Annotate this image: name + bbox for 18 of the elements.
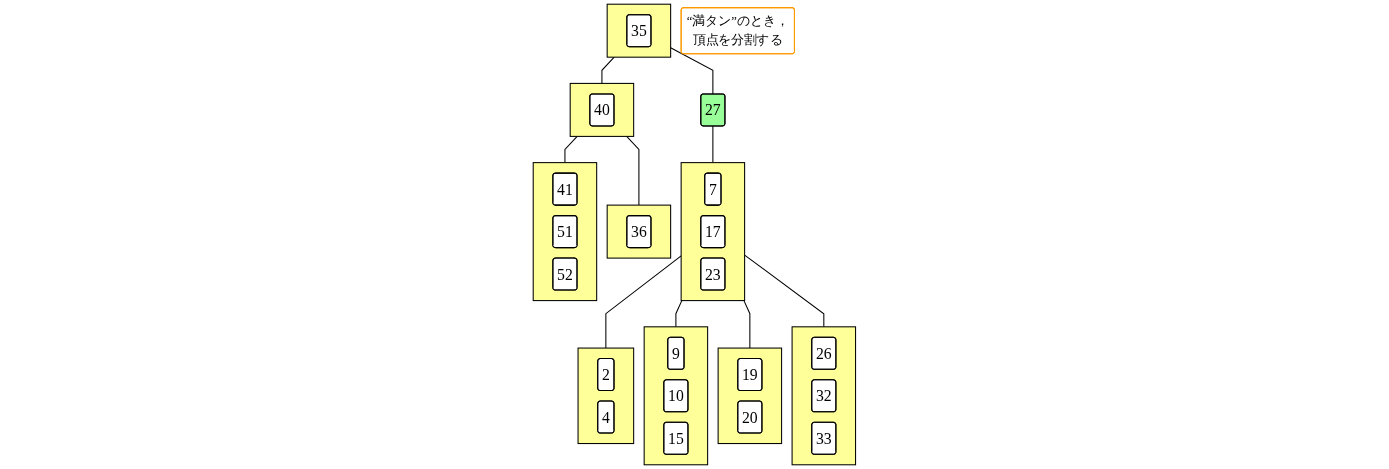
cluster [577,347,635,445]
cluster [717,347,783,445]
cluster [680,162,746,302]
connector [564,135,578,164]
cluster [606,204,672,259]
connector [675,300,683,328]
connector [670,47,714,95]
cluster [791,326,857,466]
cluster [569,82,635,137]
cluster [643,326,709,466]
connector [743,300,751,349]
cluster [606,3,672,58]
connector [626,135,640,206]
connector [712,125,714,164]
connector [605,255,682,349]
connector [744,254,825,328]
cluster [532,162,598,302]
connector [601,56,615,84]
